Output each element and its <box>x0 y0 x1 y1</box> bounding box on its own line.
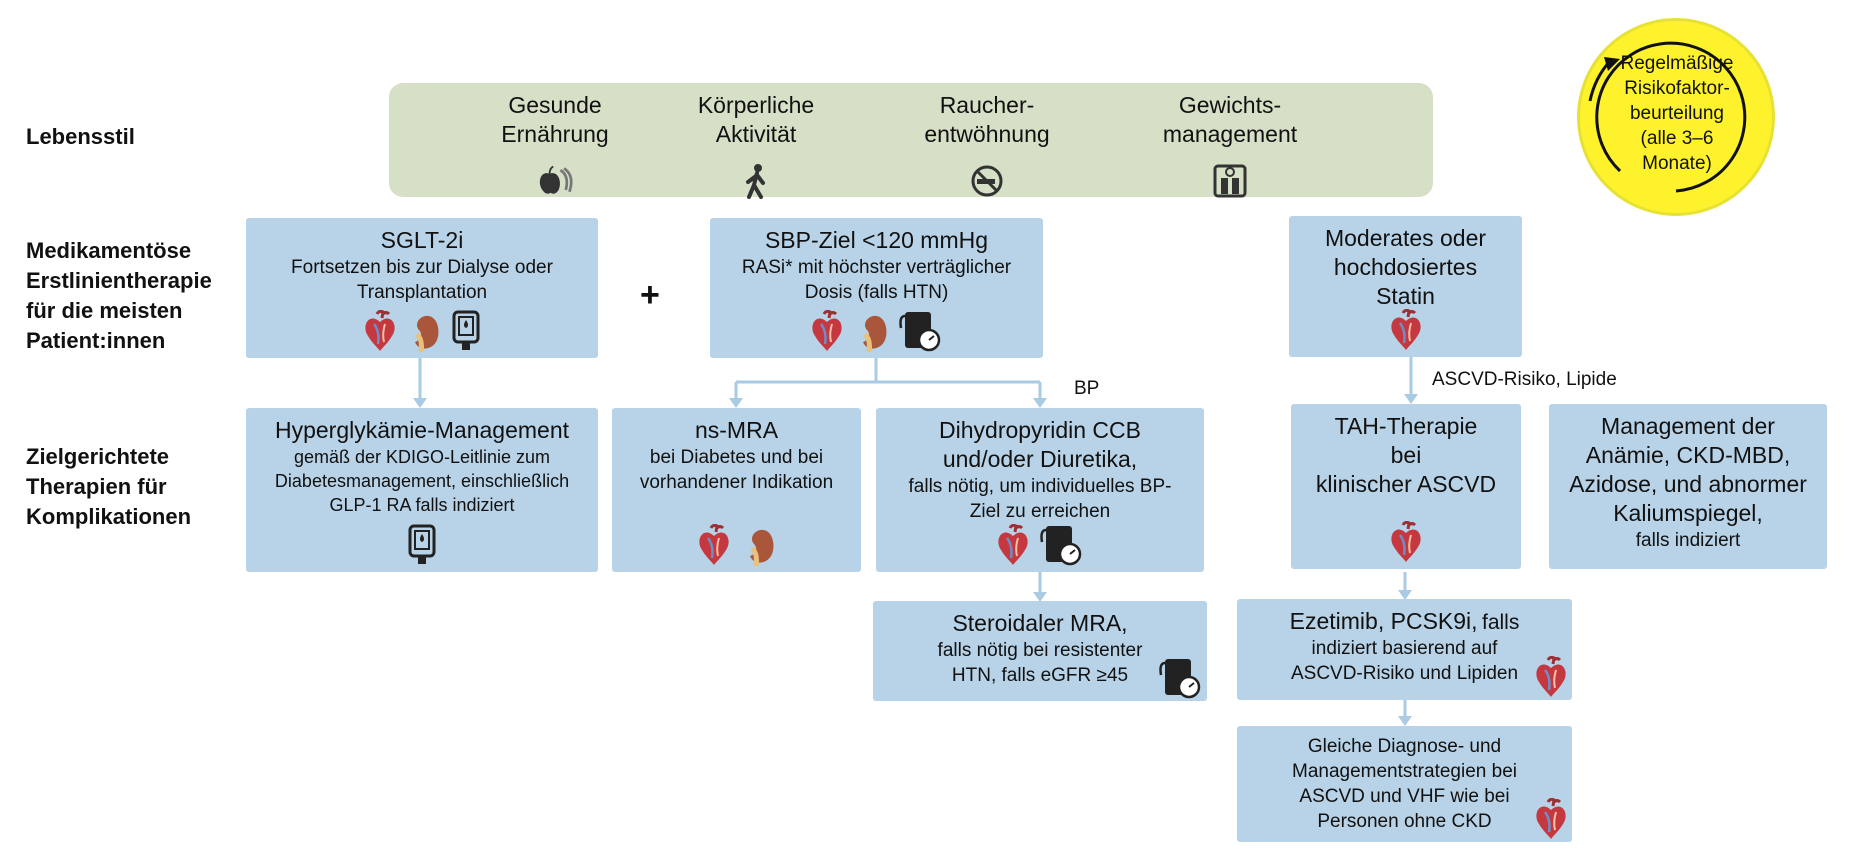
kidney-icon <box>855 312 889 352</box>
glucose-meter-icon <box>451 310 481 352</box>
heart-icon <box>1389 521 1423 563</box>
lifestyle-item-label: Raucher- entwöhnung <box>924 92 1050 147</box>
blood-pressure-monitor-icon <box>1159 655 1203 699</box>
box-body: Fortsetzen bis zur Dialyse oder Transpla… <box>291 257 553 303</box>
box-title: SGLT-2i <box>380 227 464 253</box>
box-body: falls indiziert <box>1635 530 1741 551</box>
walking-person-icon <box>738 163 774 199</box>
box-title: ns-MRA <box>694 417 779 443</box>
kidney-icon <box>407 312 441 352</box>
box-steroidal-mra: Steroidaler MRA, falls nötig bei resiste… <box>873 601 1207 701</box>
row-label-lifestyle: Lebensstil <box>26 124 135 149</box>
box-hyperglycemia: Hyperglykämie-Management gemäß der KDIGO… <box>246 408 598 572</box>
box-ezetimib: Ezetimib, PCSK9i, falls indiziert basier… <box>1237 599 1572 700</box>
box-title: Dihydropyridin CCB und/oder Diuretika, <box>939 417 1141 472</box>
heart-icon <box>1389 309 1423 351</box>
heart-icon <box>1534 798 1568 840</box>
glucose-meter-icon <box>407 524 437 566</box>
box-body: falls nötig, um individuelles BP- Ziel z… <box>908 476 1172 522</box>
icon-group <box>1289 309 1522 351</box>
blood-pressure-monitor-icon <box>899 308 943 352</box>
box-body: falls nötig bei resistenter HTN, falls e… <box>937 640 1143 686</box>
box-title: Hyperglykämie-Management <box>274 417 569 443</box>
box-title-suffix: falls <box>1482 611 1520 634</box>
box-sglt2: SGLT-2i Fortsetzen bis zur Dialyse oder … <box>246 218 598 358</box>
box-title: Moderates oder hochdosiertes Statin <box>1324 225 1487 309</box>
box-body: bei Diabetes und bei vorhandener Indikat… <box>639 447 834 493</box>
lifestyle-item-activity: Körperliche Aktivität <box>656 91 856 149</box>
heart-icon <box>810 310 844 352</box>
heart-icon <box>1534 656 1568 698</box>
box-title: Management der Anämie, CKD-MBD, Azidose,… <box>1569 413 1807 526</box>
cycle-arrow-icon <box>1588 41 1747 193</box>
plus-sign: + <box>640 276 660 314</box>
lifestyle-item-label: Gewichts- management <box>1162 92 1298 147</box>
icon-group <box>1291 521 1521 563</box>
risk-assessment-cycle: Regelmäßige Risikofaktor- beurteilung (a… <box>1577 18 1775 216</box>
icon-group <box>246 524 598 566</box>
heart-icon <box>996 524 1030 566</box>
lifestyle-bar: Gesunde Ernährung Körperliche Aktivität … <box>389 83 1433 197</box>
box-title: SBP-Ziel <120 mmHg <box>764 227 989 253</box>
box-body: Gleiche Diagnose- und Managementstrategi… <box>1292 736 1517 832</box>
box-ccb-diuretics: Dihydropyridin CCB und/oder Diuretika, f… <box>876 408 1204 572</box>
box-anemia-management: Management der Anämie, CKD-MBD, Azidose,… <box>1549 404 1827 569</box>
kidney-icon <box>742 526 776 566</box>
lifestyle-item-label: Gesunde Ernährung <box>501 92 609 147</box>
blood-pressure-monitor-icon <box>1040 522 1084 566</box>
box-same-diagnosis: Gleiche Diagnose- und Managementstrategi… <box>1237 726 1572 842</box>
box-title: TAH-Therapie bei klinischer ASCVD <box>1315 413 1497 497</box>
icon-group <box>876 522 1204 566</box>
lifestyle-item-weight: Gewichts- management <box>1130 91 1330 149</box>
icon-group <box>246 310 598 352</box>
box-title: Ezetimib, PCSK9i, <box>1289 608 1478 634</box>
box-title: Steroidaler MRA, <box>952 610 1128 636</box>
row-label-targeted: Zielgerichtete Therapien für Komplikatio… <box>26 444 192 529</box>
box-body: RASi* mit höchster verträglicher Dosis (… <box>741 257 1012 303</box>
heart-icon <box>363 310 397 352</box>
box-body: gemäß der KDIGO-Leitlinie zum Diabetesma… <box>274 447 570 515</box>
lifestyle-item-label: Körperliche Aktivität <box>697 92 815 147</box>
box-nsmra: ns-MRA bei Diabetes und bei vorhandener … <box>612 408 861 572</box>
apple-icon <box>537 163 573 199</box>
box-tah-therapy: TAH-Therapie bei klinischer ASCVD <box>1291 404 1521 569</box>
cycle-text: Regelmäßige Risikofaktor- beurteilung (a… <box>1620 53 1734 174</box>
icon-group <box>612 524 861 566</box>
row-label-first-line: Medikamentöse Erstlinientherapie für die… <box>26 238 212 353</box>
box-body: indiziert basierend auf ASCVD-Risiko und… <box>1290 638 1519 684</box>
scale-icon <box>1212 163 1248 199</box>
lifestyle-item-smoking: Raucher- entwöhnung <box>887 91 1087 149</box>
edge-label-ascvd: ASCVD-Risiko, Lipide <box>1432 369 1617 390</box>
box-sbp-target: SBP-Ziel <120 mmHg RASi* mit höchster ve… <box>710 218 1043 358</box>
edge-label-bp: BP <box>1074 378 1100 399</box>
no-smoking-icon <box>969 163 1005 199</box>
heart-icon <box>697 524 731 566</box>
icon-group <box>710 308 1043 352</box>
lifestyle-item-nutrition: Gesunde Ernährung <box>455 91 655 149</box>
box-statin: Moderates oder hochdosiertes Statin <box>1289 216 1522 357</box>
